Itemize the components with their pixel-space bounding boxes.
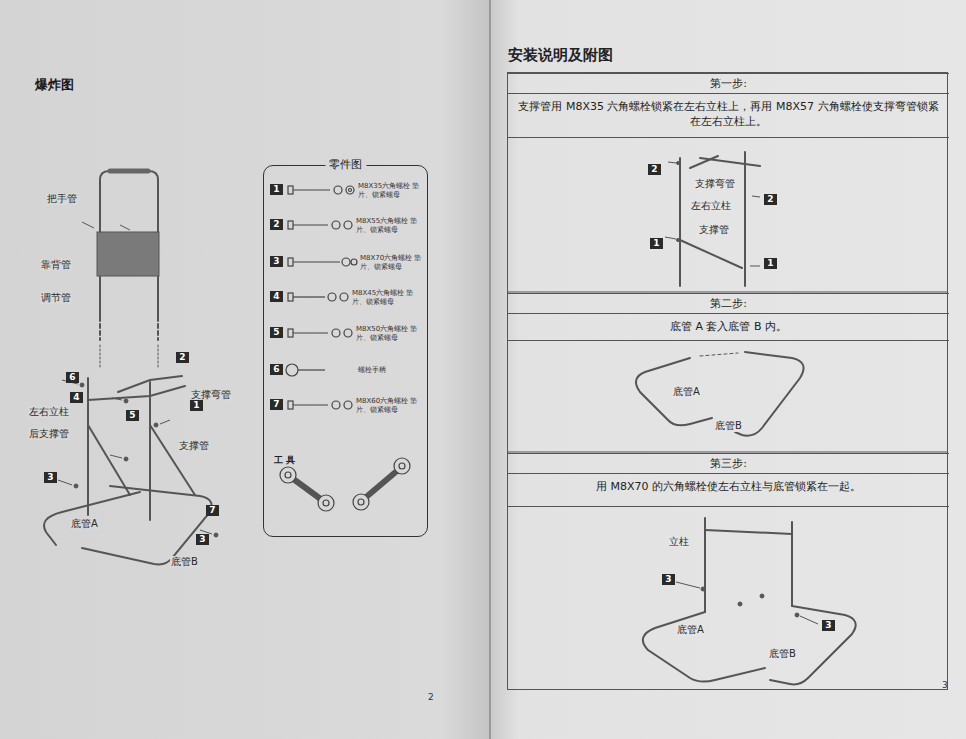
part-spec: M8X55六角螺栓 垫片、锁紧螺母: [356, 217, 422, 235]
callout-number: 3: [196, 534, 209, 545]
callout-number: 3: [270, 256, 283, 267]
callout-number: 6: [66, 372, 79, 383]
part-name: 靠背管: [40, 259, 72, 271]
step-heading: 第一步:: [508, 74, 949, 94]
part-name: 把手管: [46, 193, 78, 205]
callout-number: 2: [176, 352, 189, 363]
part-spec: M8X70六角螺栓 垫片、锁紧螺母: [360, 254, 426, 272]
part-name: 支撑弯管: [694, 178, 736, 190]
callout-number: 7: [206, 505, 219, 516]
part-name: 底管A: [672, 386, 701, 398]
callout-number: 5: [126, 410, 139, 421]
part-spec: M8X45六角螺栓 垫片、锁紧螺母: [352, 289, 418, 307]
part-name: 底管A: [70, 518, 99, 530]
part-name: 左右立柱: [28, 406, 70, 418]
part-name: 调节管: [40, 292, 72, 304]
callout-number: 1: [650, 238, 663, 249]
page-number: 2: [428, 692, 434, 702]
callout-number: 6: [270, 364, 283, 375]
step-band: 第二步:底管 A 套入底管 B 内。: [508, 293, 949, 341]
part-spec: 螺栓手柄: [358, 366, 424, 375]
part-name: 底管A: [676, 624, 705, 636]
part-spec: M8X60六角螺栓 垫片、锁紧螺母: [356, 397, 422, 415]
part-name: 支撑管: [698, 224, 730, 236]
step-text: 用 M8X70 的六角螺栓使左右立柱与底管锁紧在一起。: [508, 474, 949, 499]
page-number: 3: [942, 680, 948, 690]
callout-number: 2: [764, 194, 777, 205]
part-spec: M8X35六角螺栓 垫片、锁紧螺母: [358, 182, 424, 200]
callout-number: 7: [270, 399, 283, 410]
callout-number: 2: [648, 164, 661, 175]
part-name: 底管B: [714, 420, 743, 432]
callout-number: 5: [270, 327, 283, 338]
part-name: 底管B: [768, 648, 797, 660]
part-name: 左右立柱: [690, 200, 732, 212]
table-heading: 安装说明及附图: [508, 46, 613, 65]
instruction-table: 安装说明及附图第一步:支撑管用 M8X35 六角螺栓锁紧在左右立柱上，再用 M8…: [507, 72, 948, 690]
page-heading: 爆炸图: [35, 76, 74, 94]
box-subheading: 工 具: [274, 454, 295, 467]
step-heading: 第三步:: [508, 454, 949, 474]
callout-number: 4: [270, 291, 283, 302]
callout-number: 4: [70, 392, 83, 403]
callout-number: 3: [662, 574, 675, 585]
step-band: 第三步:用 M8X70 的六角螺栓使左右立柱与底管锁紧在一起。: [508, 453, 949, 507]
callout-number: 1: [270, 184, 283, 195]
step-heading: 第二步:: [508, 294, 949, 314]
callout-number: 3: [44, 472, 57, 483]
part-name: 支撑管: [178, 440, 210, 452]
box-heading: 零件图: [325, 157, 366, 172]
callout-number: 1: [764, 258, 777, 269]
part-name: 立柱: [668, 536, 690, 548]
part-spec: M8X50六角螺栓 垫片、锁紧螺母: [356, 325, 422, 343]
callout-number: 1: [190, 400, 203, 411]
callout-number: 3: [822, 620, 835, 631]
step-text: 支撑管用 M8X35 六角螺栓锁紧在左右立柱上，再用 M8X57 六角螺栓使支撑…: [508, 94, 949, 134]
part-name: 底管B: [170, 556, 199, 568]
parts-box: 零件图工 具: [263, 165, 428, 537]
step-text: 底管 A 套入底管 B 内。: [508, 314, 949, 339]
callout-number: 2: [270, 219, 283, 230]
part-name: 后支撑管: [28, 428, 70, 440]
step-band: 第一步:支撑管用 M8X35 六角螺栓锁紧在左右立柱上，再用 M8X57 六角螺…: [508, 73, 949, 138]
